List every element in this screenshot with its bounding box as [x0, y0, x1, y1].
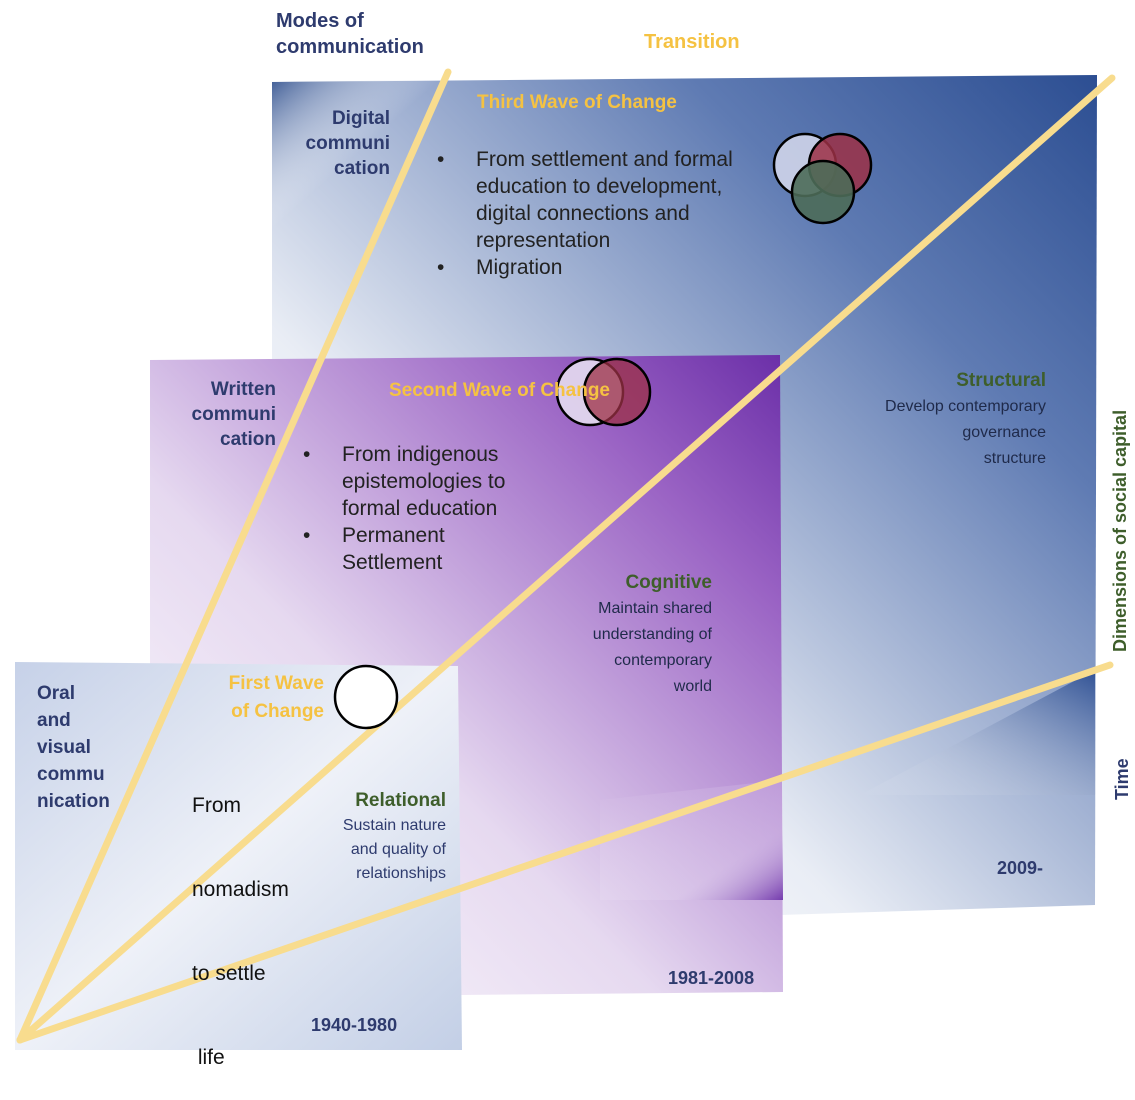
- structural-title: Structural: [956, 370, 1046, 391]
- first-wave-title: First Wave of Change: [228, 673, 324, 722]
- written-communication-label: Written communi cation: [191, 379, 276, 450]
- digital-communication-label: Digital communi cation: [305, 108, 390, 179]
- time-axis-label: Time: [1112, 758, 1132, 800]
- second-wave-panel-bottom: [600, 780, 783, 900]
- second-wave-title: Second Wave of Change: [389, 380, 610, 401]
- modes-of-communication-label: Modes of communication: [276, 10, 424, 58]
- third-wave-venn: [772, 132, 873, 225]
- cognitive-dimension: Cognitive Maintain shared understanding …: [500, 570, 712, 700]
- time-corner: [860, 670, 1095, 795]
- ray-modes: [16, 68, 452, 1044]
- dimensions-axis-label: Dimensions of social capital: [1110, 409, 1130, 652]
- years-first-wave: 1940-1980: [311, 1015, 398, 1035]
- oral-visual-communication-label: Oral and visual commu nication: [37, 683, 110, 812]
- ray-time: [16, 661, 1114, 1044]
- years-third-wave: 2009-: [997, 858, 1044, 878]
- cognitive-title: Cognitive: [625, 572, 712, 593]
- transition-rays: [16, 68, 1116, 1044]
- relational-title: Relational: [355, 790, 446, 811]
- venn-circle-green: [790, 159, 856, 225]
- third-wave-bullet: Migration: [434, 254, 734, 281]
- ray-cognitive: [16, 74, 1116, 1044]
- first-wave-description: From nomadism to settle life: [192, 794, 289, 1069]
- diagram-canvas: [15, 68, 1116, 1050]
- relational-dimension: Relational Sustain nature and quality of…: [290, 788, 446, 886]
- third-wave-bullet: From settlement and formal education to …: [434, 146, 734, 254]
- second-wave-bullet: From indigenous epistemologies to formal…: [300, 441, 540, 522]
- cognitive-desc: Maintain shared understanding of contemp…: [592, 600, 712, 695]
- second-wave-venn: [555, 357, 652, 427]
- first-wave-circle: [333, 664, 399, 730]
- transition-label: Transition: [644, 31, 740, 53]
- third-wave-title: Third Wave of Change: [477, 92, 677, 113]
- years-second-wave: 1981-2008: [668, 968, 755, 988]
- second-wave-bullet: Permanent Settlement: [300, 522, 540, 576]
- first-wave-panel: [15, 662, 462, 1050]
- structural-dimension: Structural Develop contemporary governan…: [790, 368, 1046, 472]
- relational-desc: Sustain nature and quality of relationsh…: [342, 817, 446, 882]
- third-wave-bullets: From settlement and formal education to …: [434, 146, 734, 281]
- venn-circle-red-2: [582, 357, 652, 427]
- structural-desc: Develop contemporary governance structur…: [885, 398, 1046, 467]
- second-wave-bullets: From indigenous epistemologies to formal…: [300, 441, 540, 576]
